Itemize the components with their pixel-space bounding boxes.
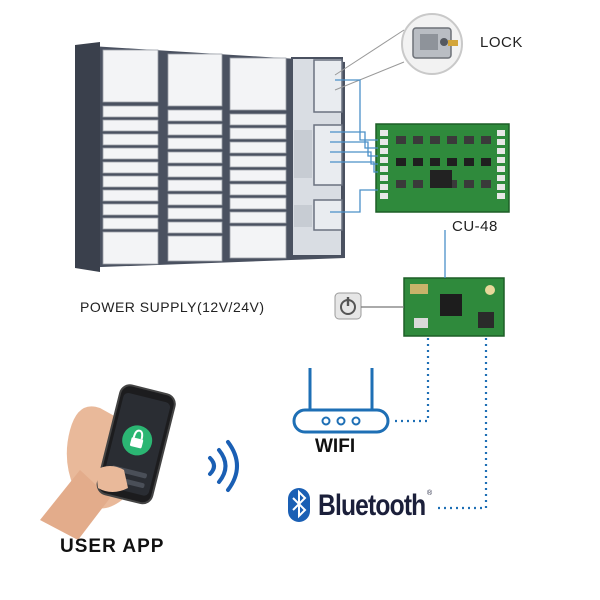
locker-door	[103, 106, 158, 117]
chip	[413, 158, 423, 166]
chip	[396, 158, 406, 166]
locker-door	[230, 184, 286, 195]
locker-door	[168, 180, 222, 191]
chip	[481, 136, 491, 144]
connector	[380, 148, 388, 154]
locker-door	[168, 124, 222, 135]
locker-door	[230, 142, 286, 153]
chip	[464, 158, 474, 166]
chip	[447, 136, 457, 144]
phone-icon	[95, 383, 176, 505]
locker-door	[168, 166, 222, 177]
power-supply-label: POWER SUPPLY(12V/24V)	[80, 299, 265, 315]
connector	[497, 139, 505, 145]
cu48-label: CU-48	[452, 218, 498, 235]
main-chip	[430, 170, 452, 188]
locker-door	[103, 134, 158, 145]
connector	[380, 130, 388, 136]
user-app-label: USER APP	[60, 536, 164, 558]
power-icon	[335, 293, 404, 319]
chip	[430, 158, 440, 166]
wifi-label: WIFI	[315, 436, 355, 458]
chip	[481, 158, 491, 166]
chip	[447, 158, 457, 166]
locker-door	[103, 148, 158, 159]
chip	[396, 136, 406, 144]
connector	[497, 175, 505, 181]
locker-door	[230, 226, 286, 258]
chip	[413, 136, 423, 144]
connector	[497, 193, 505, 199]
connector	[380, 184, 388, 190]
wifi-router-icon	[294, 368, 388, 432]
dotted-links	[392, 338, 486, 508]
locker-door	[103, 120, 158, 131]
chip	[464, 180, 474, 188]
locker-door	[168, 138, 222, 149]
locker-door	[103, 190, 158, 201]
connector	[380, 193, 388, 199]
locker-door	[168, 54, 222, 106]
registered-mark: ®	[427, 490, 432, 497]
locker-door	[103, 162, 158, 173]
connector	[497, 184, 505, 190]
connector	[380, 139, 388, 145]
locker-door	[168, 222, 222, 233]
cu48-board	[376, 124, 509, 212]
locker-door	[103, 204, 158, 215]
chip	[396, 180, 406, 188]
locker-door	[230, 156, 286, 167]
bluetooth-label: Bluetooth	[318, 489, 425, 523]
connector	[380, 157, 388, 163]
connector	[380, 175, 388, 181]
locker-door	[103, 232, 158, 264]
gateway-board	[404, 278, 504, 336]
locker-door	[230, 170, 286, 181]
locker-door	[230, 128, 286, 139]
chip	[430, 136, 440, 144]
bluetooth-icon	[288, 488, 310, 522]
locker-door	[168, 152, 222, 163]
chip	[413, 180, 423, 188]
locker-door	[230, 58, 286, 110]
locker-door	[230, 212, 286, 223]
chip	[464, 136, 474, 144]
locker-door	[168, 236, 222, 261]
locker-door	[168, 110, 222, 121]
locker-door	[103, 176, 158, 187]
locker-door	[168, 194, 222, 205]
connector	[497, 157, 505, 163]
locker-door	[103, 218, 158, 229]
chip	[481, 180, 491, 188]
locker-door	[230, 198, 286, 209]
locker-door	[168, 208, 222, 219]
connector	[380, 166, 388, 172]
lock-label: LOCK	[480, 34, 523, 51]
connector	[497, 166, 505, 172]
connector	[497, 130, 505, 136]
lock-icon	[402, 14, 462, 74]
connector	[497, 148, 505, 154]
signal-waves-icon	[210, 442, 237, 490]
locker-door	[103, 50, 158, 102]
locker-door	[230, 114, 286, 125]
locker-cabinet	[75, 42, 345, 272]
